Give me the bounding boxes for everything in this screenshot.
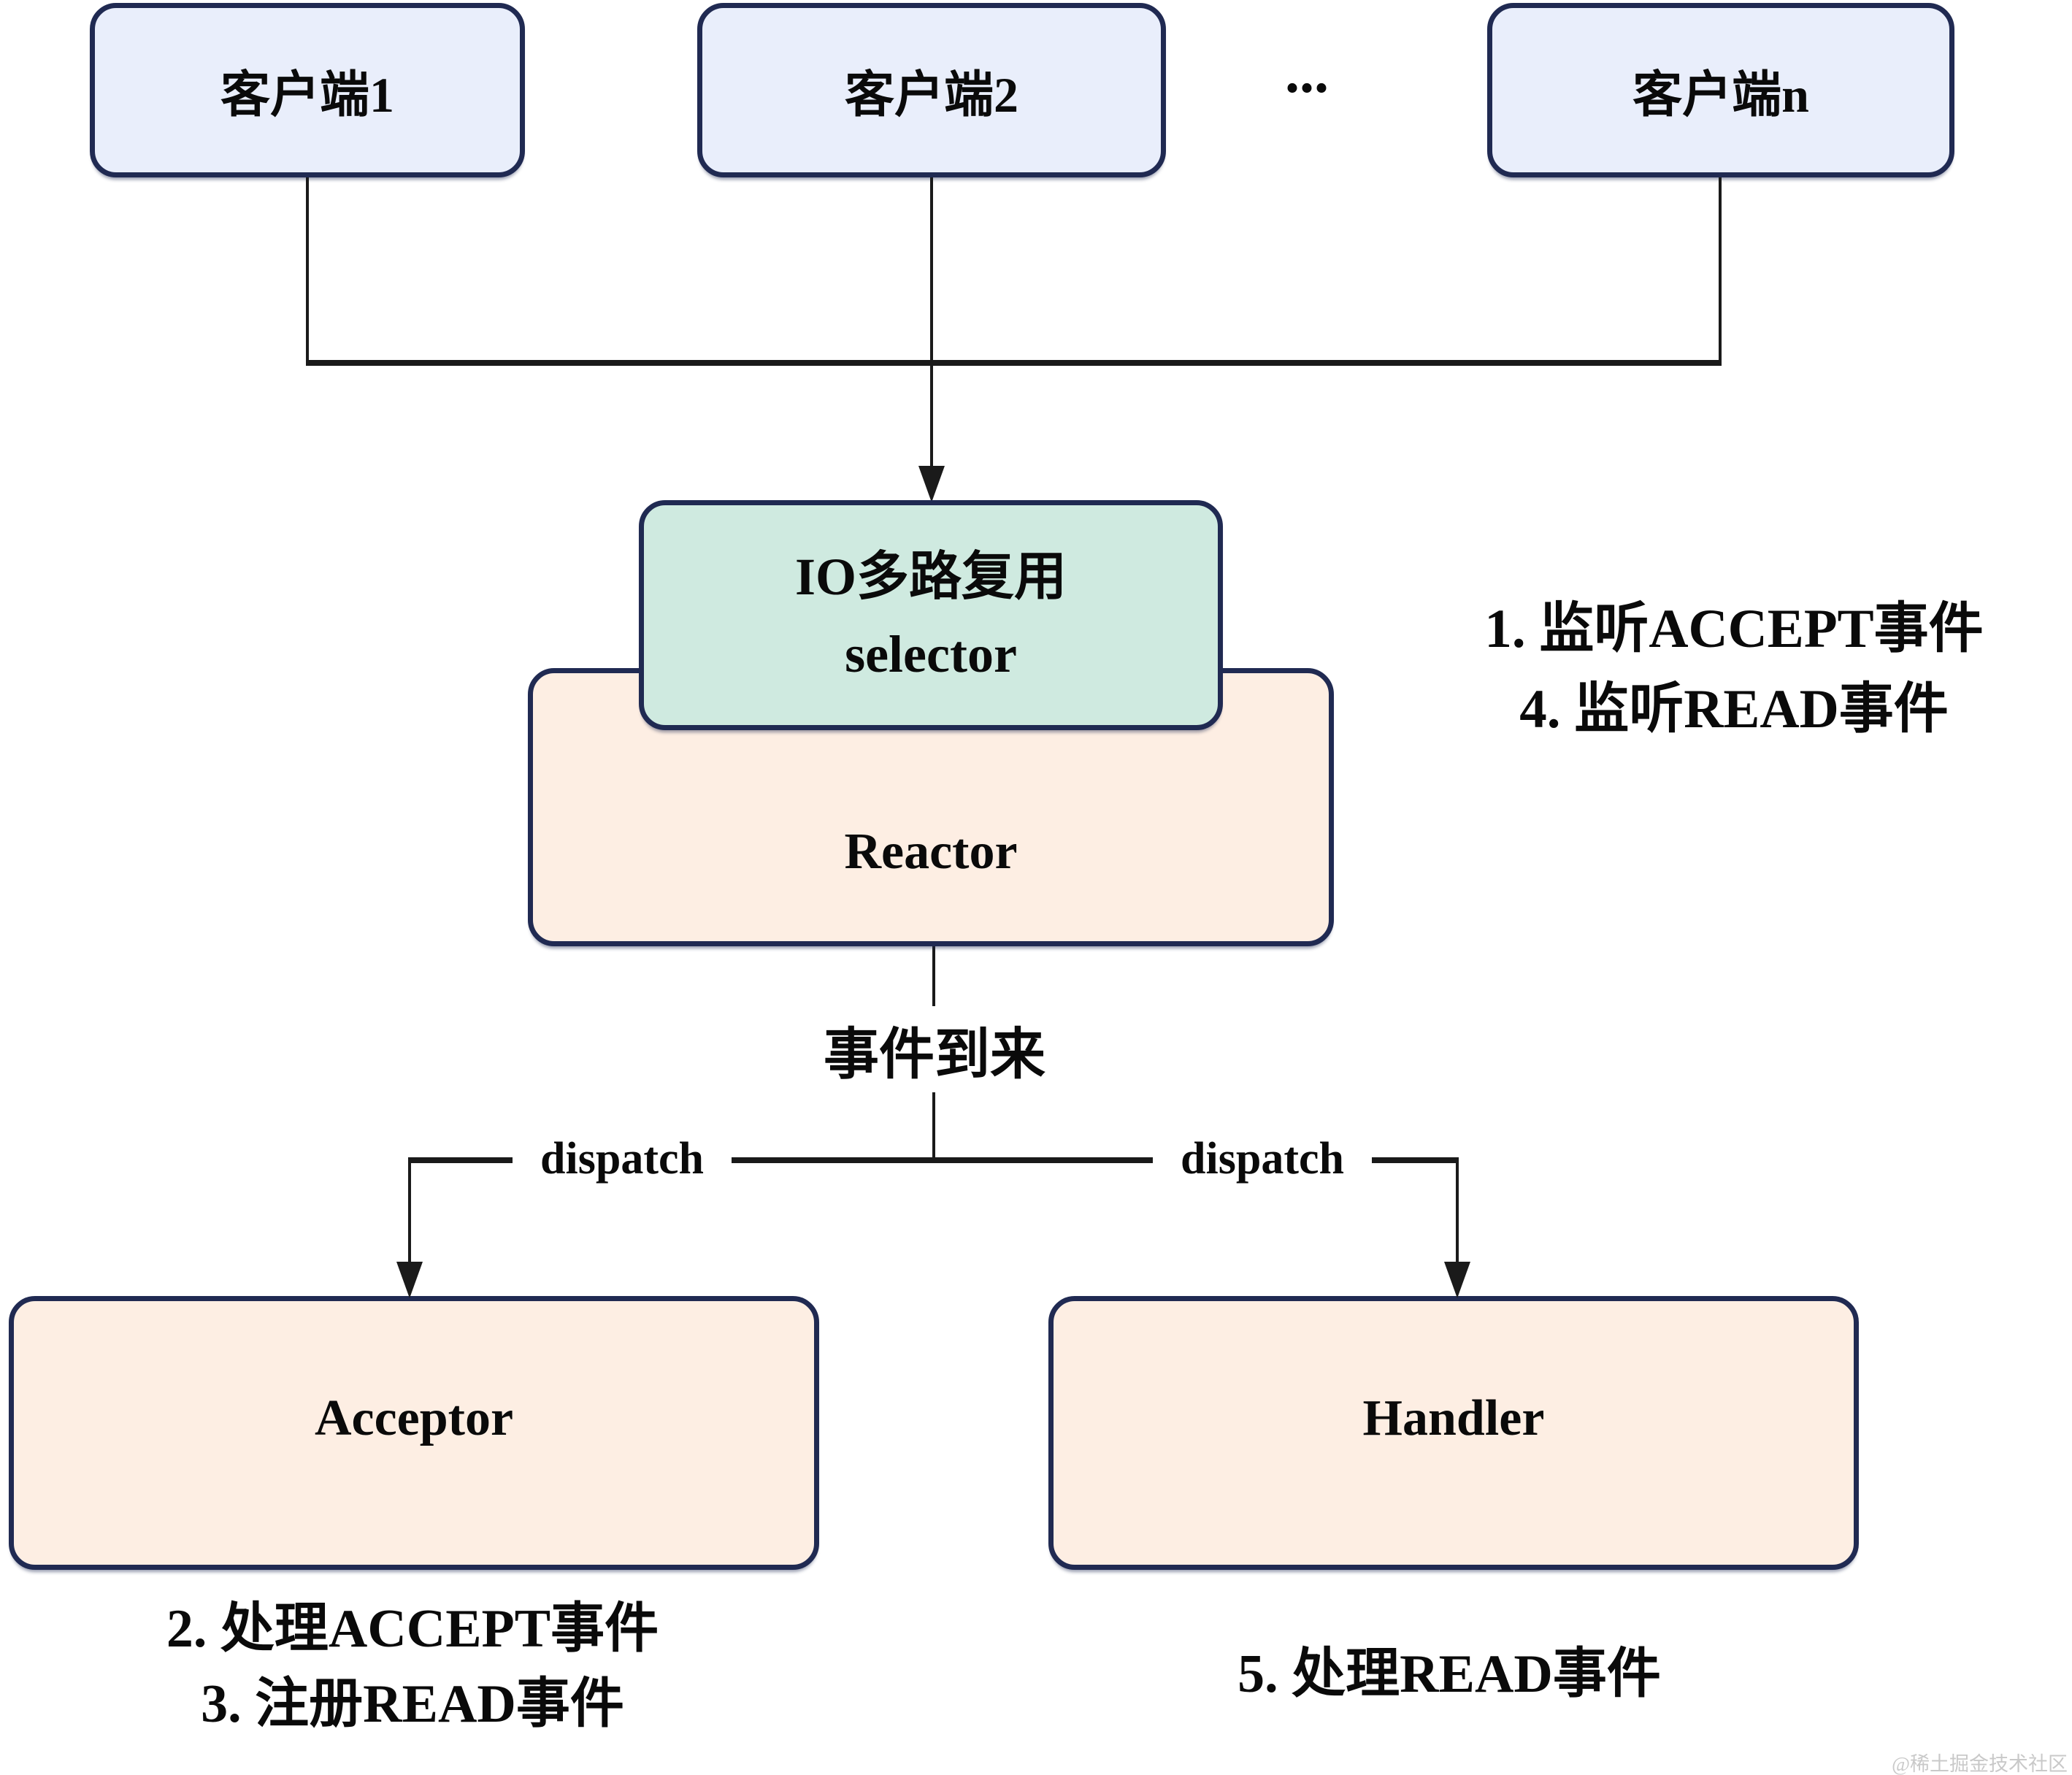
clientn-box: 客户端n [1487,3,1954,177]
client1-connector-line [306,177,309,363]
note-handle-accept: 2. 处理ACCEPT事件 [166,1599,659,1659]
dispatch-left-line [408,1157,411,1262]
acceptor-notes: 2. 处理ACCEPT事件 3. 注册READ事件 [95,1592,730,1742]
handler-label: Handler [1362,1389,1545,1446]
arrow-to-acceptor-icon [396,1262,423,1298]
arrow-to-handler-icon [1444,1262,1470,1298]
client2-box: 客户端2 [697,3,1166,177]
clients-ellipsis: ... [1285,41,1329,105]
dispatch-right-line [1456,1157,1459,1262]
reactor-label: Reactor [844,824,1018,880]
event-arrive-label: 事件到来 [796,1006,1073,1092]
arrow-to-selector-icon [918,466,945,502]
note-listen-accept: 1. 监听ACCEPT事件 [1484,599,1984,659]
dispatch-split-line [410,1157,1459,1163]
client2-label: 客户端2 [844,67,1018,123]
watermark: @稀土掘金技术社区 [1892,1753,2068,1775]
dispatch-right-label: dispatch [1153,1130,1372,1188]
dispatch-left-label: dispatch [513,1130,732,1188]
client1-label: 客户端1 [220,67,394,123]
acceptor-box: Acceptor [9,1296,819,1570]
acceptor-label: Acceptor [314,1389,514,1446]
clients-bus-line [306,360,1722,366]
selector-label-line2: selector [845,624,1017,683]
listen-notes: 1. 监听ACCEPT事件 4. 监听READ事件 [1431,589,2037,750]
note-listen-read: 4. 监听READ事件 [1519,679,1949,740]
center-connector-line [930,177,933,469]
handler-note: 5. 处理READ事件 [1132,1630,1767,1708]
selector-label-line1: IO多路复用 [794,547,1067,606]
note-handle-read: 5. 处理READ事件 [1238,1644,1661,1704]
io-multiplex-selector-box: IO多路复用 selector [639,500,1223,730]
clientn-connector-line [1719,177,1722,363]
clientn-label: 客户端n [1632,67,1809,123]
handler-box: Handler [1048,1296,1859,1570]
note-register-read: 3. 注册READ事件 [201,1674,624,1734]
client1-box: 客户端1 [90,3,525,177]
